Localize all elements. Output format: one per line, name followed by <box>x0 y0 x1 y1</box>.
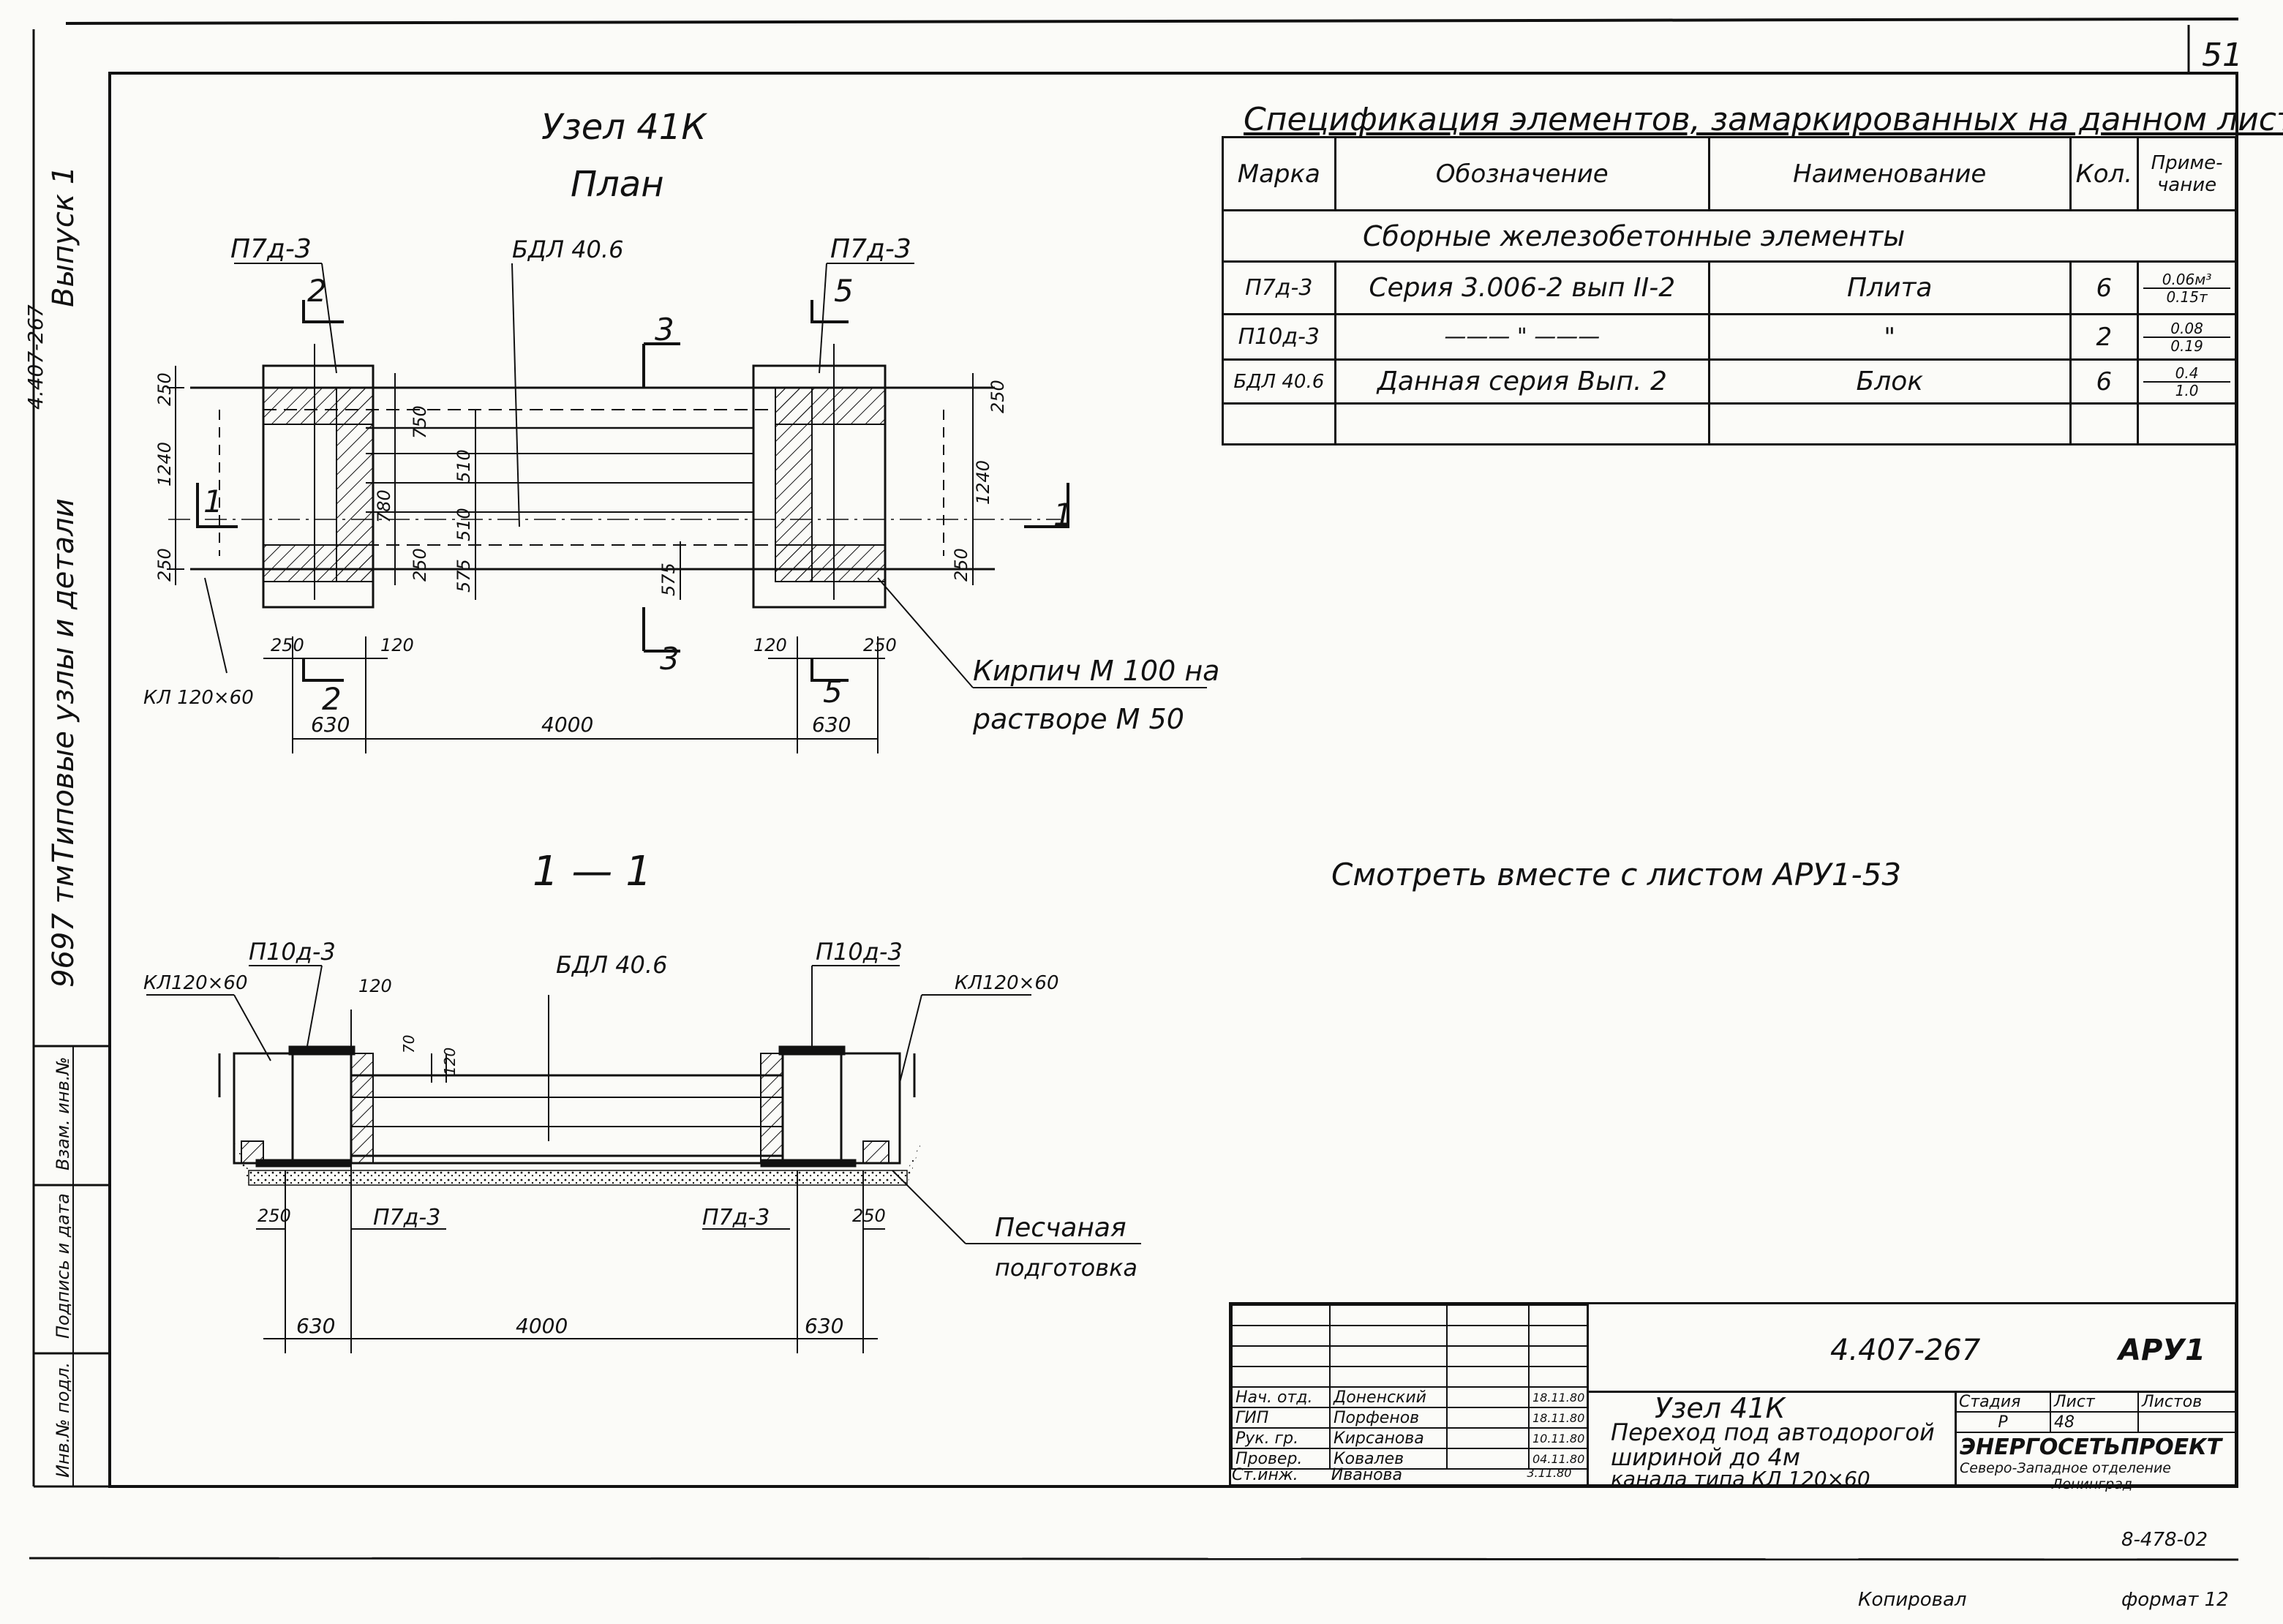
dim-120-section: 120 <box>358 976 392 996</box>
dim-630-left: 630 <box>311 713 350 737</box>
side-code: 4.407-267 <box>23 304 48 410</box>
dim-630-right: 630 <box>812 713 851 737</box>
side-field-inv: Инв.№ подл. <box>53 1362 73 1478</box>
stamp-last-row: Ст.инж. Иванова 3.11.80 <box>1232 1466 1572 1484</box>
dim-250-section-left: 250 <box>257 1206 291 1226</box>
side-subtitle: Типовые узлы и детали <box>47 498 80 863</box>
dim-120-h: 120 <box>380 635 414 655</box>
dim-250-right-top: 250 <box>988 380 1008 413</box>
spec-header-note: Приме-чание <box>2137 136 2237 211</box>
label-p7d3-section-left: П7д-3 <box>373 1205 440 1230</box>
label-p10d3-left: П10д-3 <box>249 938 336 966</box>
doc-section: АРУ1 <box>2118 1334 2205 1367</box>
dim-1240-right: 1240 <box>973 460 993 505</box>
label-bdl: БДЛ 40.6 <box>512 236 623 263</box>
brick-note-line-1: Кирпич М 100 на <box>973 655 1219 687</box>
dim-575: 575 <box>454 559 474 593</box>
dim-250-right-bottom: 250 <box>951 548 971 582</box>
dim-780: 780 <box>374 489 394 523</box>
label-p7d3-left: П7д-3 <box>230 234 312 264</box>
label-kl: КЛ 120×60 <box>143 687 254 709</box>
sheet-frame <box>29 18 2239 1561</box>
dim-630-section-left: 630 <box>296 1314 335 1338</box>
plan-labels: Узел 41К План П7д-3 П7д-3 БДЛ 40.6 КЛ 12… <box>143 107 1219 737</box>
format-label: формат 12 <box>2121 1589 2229 1611</box>
label-p10d3-right: П10д-3 <box>816 938 903 966</box>
cut-mark-5-top: 5 <box>834 273 854 309</box>
plan-subtitle: План <box>571 164 664 205</box>
dim-250-b: 250 <box>154 548 175 582</box>
label-kl-section-right: КЛ120×60 <box>955 972 1059 994</box>
label-kl-section-left: КЛ120×60 <box>143 972 248 994</box>
dim-250-h-right: 250 <box>863 635 897 655</box>
spec-header-designation: Обозначение <box>1334 136 1710 211</box>
cut-mark-5-bottom: 5 <box>823 674 843 710</box>
dim-70-section: 70 <box>400 1035 418 1053</box>
dim-510-b: 510 <box>454 508 474 541</box>
cut-mark-2-top: 2 <box>307 273 327 309</box>
dim-750: 750 <box>410 405 430 439</box>
dim-510: 510 <box>454 449 474 483</box>
dim-120-section-v: 120 <box>441 1048 459 1075</box>
dim-575-b: 575 <box>658 563 679 596</box>
dim-250-a: 250 <box>154 372 175 406</box>
side-strip: 9697 тм Типовые узлы и детали Выпуск 1 4… <box>23 166 80 1478</box>
dim-250-h: 250 <box>271 635 304 655</box>
side-field-replace: Взам. инв.№ <box>53 1057 73 1170</box>
dim-1240-a: 1240 <box>154 442 175 486</box>
cut-mark-2-bottom: 2 <box>322 681 342 717</box>
sand-note-line-2: подготовка <box>995 1254 1137 1282</box>
organization: ЭНЕРГОСЕТЬПРОЕКТ Северо-Западное отделен… <box>1960 1435 2222 1492</box>
plan-view <box>167 263 1207 753</box>
doc-code: 4.407-267 <box>1830 1334 1981 1367</box>
note-see-also: Смотреть вместе с листом АРУ1-53 <box>1331 857 1901 892</box>
label-p7d3-right: П7д-3 <box>830 234 911 264</box>
copied-label: Копировал <box>1858 1589 1967 1611</box>
page-number: 51 <box>2202 37 2243 74</box>
dim-250-c: 250 <box>410 548 430 582</box>
dim-4000: 4000 <box>541 713 593 737</box>
drawing-title: Узел 41К Переход под автодорогой шириной… <box>1587 1391 1957 1491</box>
section-title: 1 — 1 <box>533 848 652 895</box>
label-bdl-section: БДЛ 40.6 <box>556 951 667 979</box>
spec-table: Марка Обозначение Наименование Кол. Прим… <box>1222 136 2237 446</box>
spec-title: Спецификация элементов, замаркированных … <box>1244 101 2283 138</box>
spec-header-name: Наименование <box>1707 136 2072 211</box>
table-row: П7д-3 Серия 3.006-2 вып II-2 Плита 6 0.0… <box>1222 260 2237 315</box>
sand-note-line-1: Песчаная <box>995 1213 1127 1243</box>
archive-number: 8-478-02 <box>2121 1529 2208 1551</box>
section-labels: 1 — 1 П10д-3 П10д-3 БДЛ 40.6 КЛ120×60 КЛ… <box>143 848 1137 1338</box>
cut-mark-1-left: 1 <box>203 484 223 519</box>
brick-note-line-2: растворе М 50 <box>972 703 1184 735</box>
dim-250-section-right: 250 <box>852 1206 886 1226</box>
spec-header-mark: Марка <box>1222 136 1336 211</box>
dim-120-h-right: 120 <box>753 635 787 655</box>
cut-mark-3-top: 3 <box>655 312 674 347</box>
cut-mark-3-bottom: 3 <box>660 641 680 677</box>
dim-630-section-right: 630 <box>805 1314 843 1338</box>
cut-mark-1-right: 1 <box>1053 497 1073 533</box>
dim-4000-section: 4000 <box>516 1314 568 1338</box>
side-issue: Выпуск 1 <box>47 166 80 307</box>
side-field-sign: Подпись и дата <box>53 1193 73 1339</box>
section-view <box>146 965 1141 1353</box>
side-series: 9697 тм <box>47 865 80 988</box>
label-p7d3-section-right: П7д-3 <box>702 1205 770 1230</box>
spec-header-qty: Кол. <box>2069 136 2140 211</box>
plan-title: Узел 41К <box>541 107 707 148</box>
spec-group-row: Сборные железобетонные элементы <box>1222 209 2237 263</box>
